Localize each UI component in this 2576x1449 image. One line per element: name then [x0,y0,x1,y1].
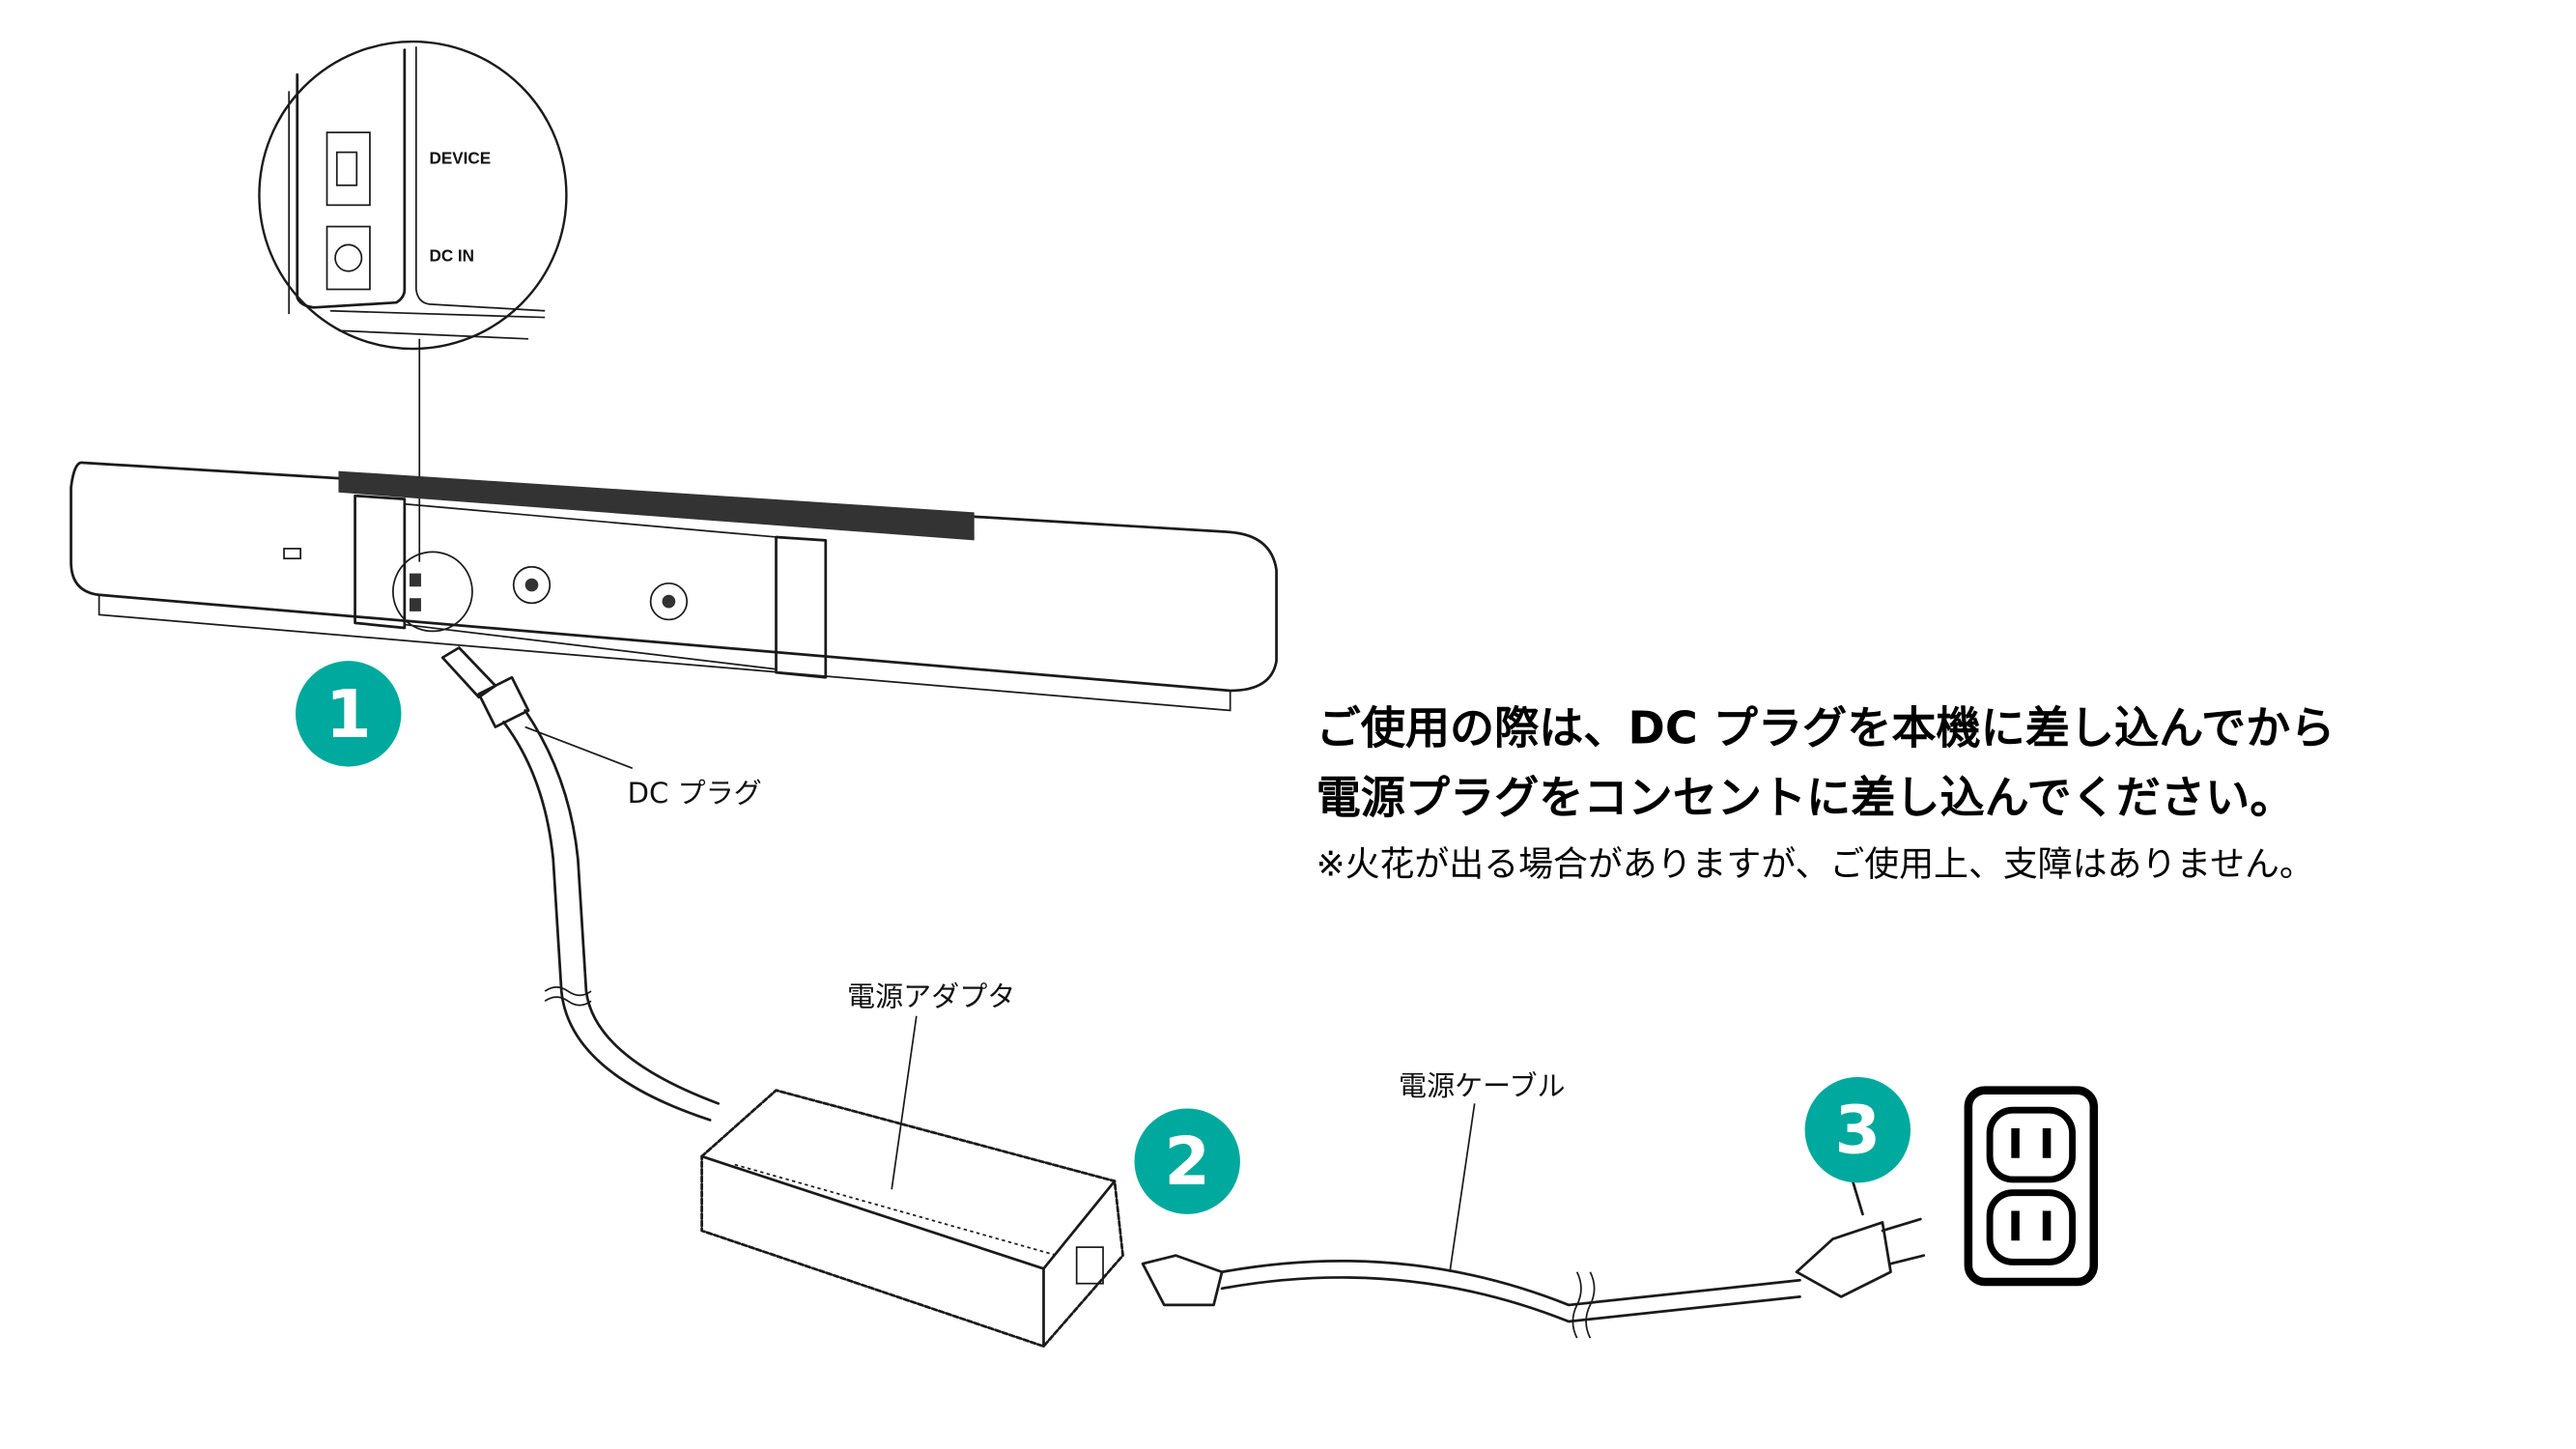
dc-cable [440,646,721,1122]
port-inset: DEVICE DC IN [258,40,568,562]
adapter-label: 電源アダプタ [847,980,1015,1012]
step-badge-3: 3 [1804,1077,1911,1183]
step-badge-1: 1 [296,661,402,767]
instruction-line-2: 電源プラグをコンセントに差し込んでください。 [1316,771,2295,823]
svg-text:1: 1 [326,677,372,753]
dc-in-port-label: DC IN [430,246,475,265]
instruction-line-1: ご使用の際は、DC プラグを本機に差し込んでから [1316,702,2335,754]
ac-cable [1141,1103,1926,1339]
soundbar [70,461,1278,712]
dc-plug-label: DC プラグ [628,777,762,810]
step-badge-2: 2 [1134,1108,1240,1214]
svg-text:3: 3 [1835,1094,1882,1170]
svg-text:2: 2 [1164,1124,1210,1201]
device-port-label: DEVICE [430,150,492,168]
cable-label: 電源ケーブル [1399,1069,1566,1102]
power-adapter [700,1015,1124,1349]
instruction-note: ※火花が出る場合がありますが、ご使用上、支障はありません。 [1316,844,2314,884]
wall-outlet-icon [1964,1086,2099,1287]
